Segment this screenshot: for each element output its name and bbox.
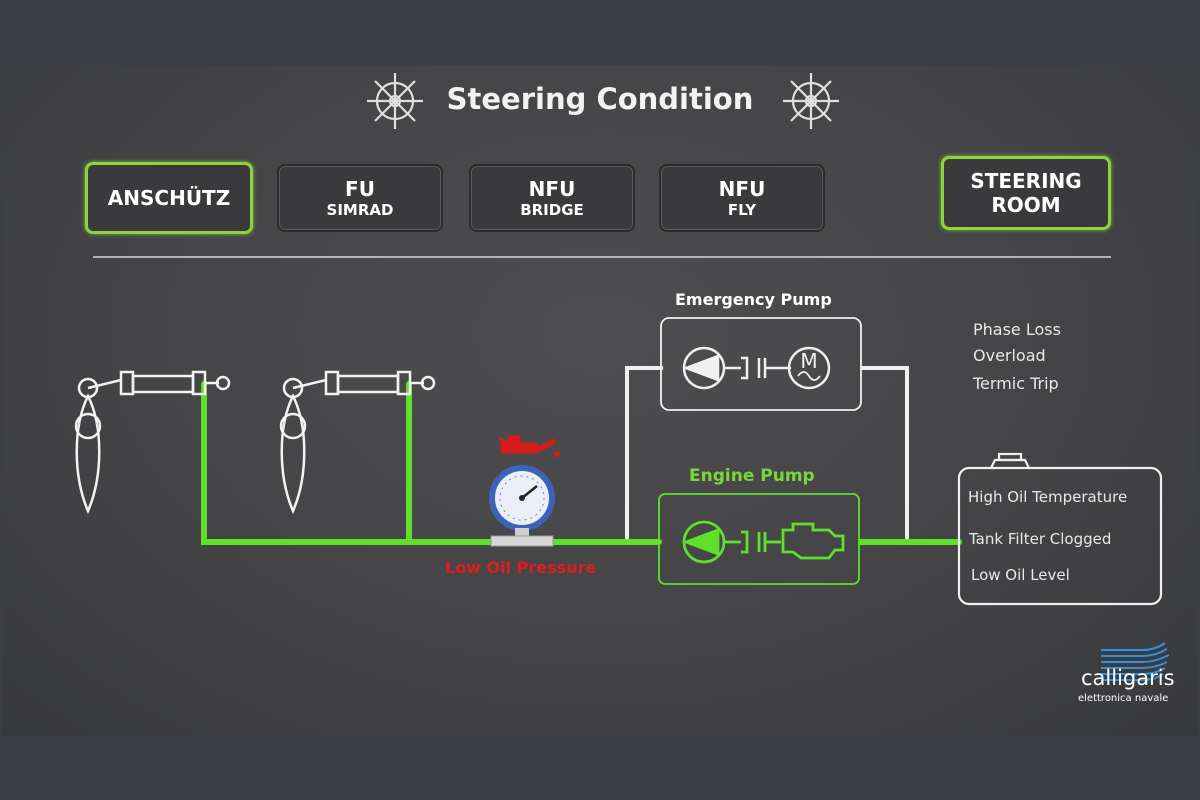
helm-wheel-icon: [783, 73, 839, 129]
steering-screen: M Steering Condition: [3, 66, 1197, 736]
emergency-pump-label: Emergency Pump: [675, 290, 832, 309]
mode-label: ROOM: [991, 193, 1061, 217]
emergency-pump: [660, 317, 862, 411]
mode-label: ANSCHÜTZ: [107, 186, 231, 210]
engine-icon: [781, 522, 845, 560]
mode-sublabel: SIMRAD: [326, 201, 394, 219]
mode-label: NFU: [528, 177, 576, 201]
active-hydraulic-line: [201, 381, 962, 545]
engine-pump: [658, 493, 860, 585]
alarm-tank-filter-clogged: Tank Filter Clogged: [969, 530, 1112, 548]
helm-wheel-icon: [367, 73, 423, 129]
mode-button-fu-simrad[interactable]: FU SIMRAD: [277, 164, 443, 232]
alarm-overload: Overload: [973, 346, 1046, 365]
engine-pump-label: Engine Pump: [689, 466, 815, 486]
mode-sublabel: FLY: [727, 201, 757, 219]
rudder-actuator-2: [279, 370, 436, 515]
rudder-actuator-1: [74, 370, 231, 515]
pressure-gauge-icon: [489, 465, 555, 547]
mode-label: NFU: [718, 177, 766, 201]
mode-button-nfu-fly[interactable]: NFU FLY: [659, 164, 825, 232]
alarm-high-oil-temperature: High Oil Temperature: [968, 488, 1128, 506]
brand-tagline: elettronica navale: [1078, 693, 1169, 704]
mode-label: FU: [345, 177, 375, 201]
mode-button-anschutz[interactable]: ANSCHÜTZ: [85, 162, 253, 234]
alarm-low-oil-level: Low Oil Level: [971, 566, 1070, 584]
oil-can-icon: [498, 435, 560, 457]
hydraulic-diagram: M: [74, 73, 1170, 681]
mode-button-nfu-bridge[interactable]: NFU BRIDGE: [469, 164, 635, 232]
mode-label: STEERING: [970, 169, 1082, 193]
motor-letter: M: [800, 349, 817, 373]
brand-name: calligaris: [1081, 666, 1175, 690]
alarm-termic-trip: Termic Trip: [973, 374, 1059, 393]
alarm-phase-loss: Phase Loss: [973, 320, 1061, 339]
calligaris-logo-icon: [1101, 642, 1170, 681]
page-title: Steering Condition: [446, 82, 754, 116]
low-oil-pressure-alarm: Low Oil Pressure: [445, 558, 597, 577]
oil-tank: [957, 452, 1163, 606]
mode-button-steering-room[interactable]: STEERING ROOM: [941, 156, 1111, 230]
mode-sublabel: BRIDGE: [520, 201, 584, 219]
emergency-loop-line: [625, 366, 909, 540]
